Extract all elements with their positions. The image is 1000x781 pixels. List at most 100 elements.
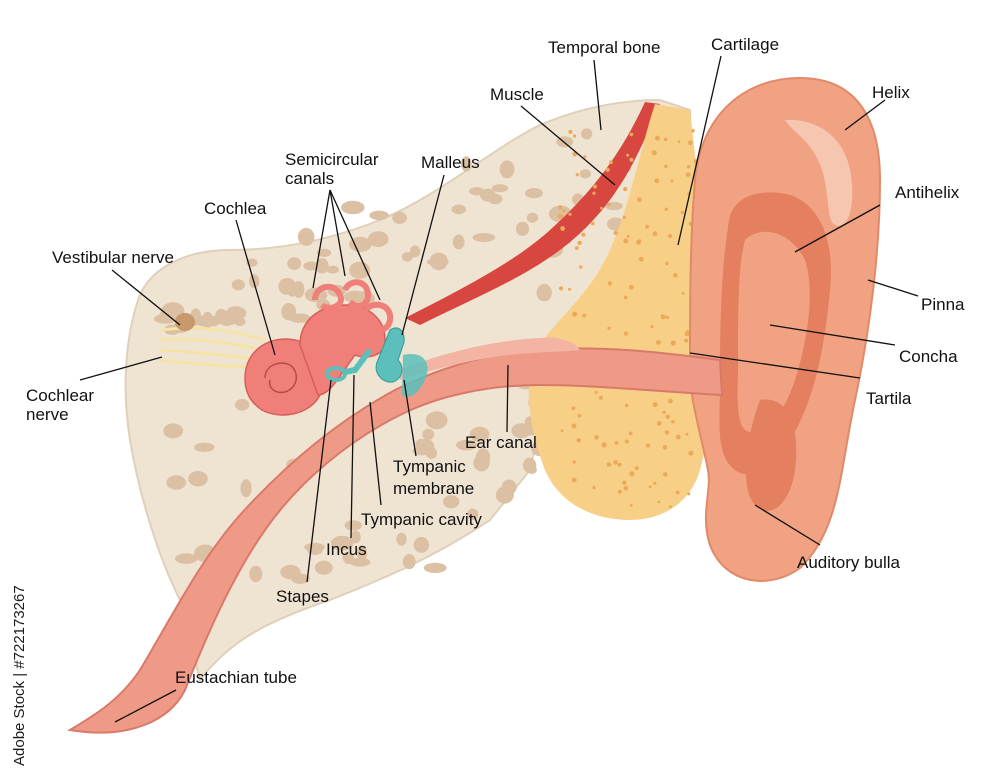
bone-pore bbox=[349, 557, 371, 567]
label-temporal-bone: Temporal bone bbox=[548, 38, 660, 57]
cartilage-dot bbox=[568, 129, 573, 134]
cartilage-dot bbox=[629, 471, 635, 477]
ear-canal-and-tube bbox=[67, 337, 724, 734]
bone-pore bbox=[429, 252, 448, 271]
cartilage-dot bbox=[656, 340, 661, 345]
cartilage-dot bbox=[600, 206, 603, 210]
cartilage-dot bbox=[684, 331, 690, 337]
cartilage-dot bbox=[598, 395, 603, 400]
cartilage-dot bbox=[634, 466, 639, 471]
bone-pore bbox=[341, 200, 365, 215]
cartilage-dot bbox=[574, 246, 579, 250]
cartilage-dot bbox=[652, 231, 658, 237]
bone-pore bbox=[342, 551, 354, 564]
cartilage-dot bbox=[662, 410, 666, 414]
bone-pore bbox=[188, 471, 208, 487]
cartilage-dot bbox=[605, 167, 610, 172]
bone-pore bbox=[349, 236, 372, 252]
cartilage-dot bbox=[579, 265, 583, 269]
cartilage-dot bbox=[660, 314, 666, 320]
bone-pore bbox=[194, 442, 215, 452]
bone-pore bbox=[303, 261, 319, 271]
cartilage-dot bbox=[558, 213, 563, 219]
cartilage-dot bbox=[653, 481, 657, 485]
bone-pore bbox=[515, 221, 530, 236]
bone-pore bbox=[234, 399, 250, 411]
cartilage-dot bbox=[638, 256, 644, 262]
bone-pore bbox=[218, 310, 239, 326]
watermark-text: Adobe Stock | #722173267 bbox=[11, 585, 28, 766]
cartilage-dot bbox=[677, 140, 681, 144]
label-tympanic-membrane-1: Tympanic bbox=[393, 457, 466, 476]
cartilage-dot bbox=[668, 505, 672, 509]
cartilage-dot bbox=[577, 240, 582, 246]
cartilage-dot bbox=[645, 224, 649, 229]
bone-pore bbox=[425, 411, 448, 430]
cartilage-dot bbox=[558, 205, 563, 210]
label-vestibular-nerve: Vestibular nerve bbox=[52, 248, 174, 267]
bone-pore bbox=[467, 508, 479, 521]
bone-pore bbox=[330, 535, 354, 551]
cartilage-dot bbox=[582, 313, 586, 318]
cartilage-dot bbox=[663, 472, 668, 477]
bone-pore bbox=[304, 542, 325, 552]
cartilage-dot bbox=[687, 492, 691, 496]
bone-pore bbox=[231, 279, 245, 291]
cartilage-dot bbox=[670, 340, 676, 346]
cartilage-dot bbox=[593, 184, 597, 189]
cartilage-dot bbox=[622, 480, 627, 485]
bone-pore bbox=[487, 193, 503, 205]
cartilage-dot bbox=[614, 441, 619, 445]
label-stapes: Stapes bbox=[276, 587, 329, 606]
cartilage-dot bbox=[662, 445, 668, 450]
cartilage-dot bbox=[575, 173, 579, 177]
bone-pore bbox=[469, 426, 490, 442]
cartilage-dot bbox=[688, 450, 694, 456]
cartilage-dot bbox=[623, 295, 628, 300]
label-cochlea: Cochlea bbox=[204, 199, 267, 218]
stock-watermark: Adobe Stock | #722173267 bbox=[11, 585, 28, 766]
label-antihelix: Antihelix bbox=[895, 183, 960, 202]
cartilage-dot bbox=[663, 137, 668, 142]
label-tartila: Tartila bbox=[866, 389, 912, 408]
label-muscle: Muscle bbox=[490, 85, 544, 104]
ossicles bbox=[325, 327, 428, 397]
cartilage-dot bbox=[624, 403, 629, 408]
cartilage-dot bbox=[562, 209, 566, 213]
cartilage-dot bbox=[680, 210, 685, 214]
bone-pore bbox=[443, 495, 460, 509]
cartilage-dot bbox=[629, 284, 634, 290]
bone-pore bbox=[456, 439, 477, 451]
cartilage-dot bbox=[568, 212, 572, 216]
label-helix: Helix bbox=[872, 83, 910, 102]
cartilage-dot bbox=[623, 187, 628, 192]
cartilage-dot bbox=[648, 485, 652, 489]
cartilage-dot bbox=[560, 429, 564, 433]
cartilage-dot bbox=[560, 226, 565, 231]
cartilage-dot bbox=[675, 434, 681, 440]
cartilage-dot bbox=[651, 150, 657, 156]
cartilage-dot bbox=[664, 164, 668, 169]
cartilage-dot bbox=[577, 413, 582, 418]
bone-pore bbox=[278, 277, 296, 295]
cartilage-dot bbox=[665, 315, 670, 320]
cartilage-dot bbox=[691, 128, 695, 133]
cartilage-dot bbox=[628, 431, 633, 436]
bone-pore bbox=[581, 128, 593, 140]
cartilage-dot bbox=[675, 490, 680, 495]
bone-pore bbox=[326, 265, 339, 274]
bone-pore bbox=[234, 317, 246, 327]
cartilage-dot bbox=[576, 438, 581, 443]
bone-pore bbox=[356, 545, 368, 561]
cartilage-dot bbox=[685, 172, 691, 177]
cartilage-dot bbox=[623, 238, 629, 244]
bone-pore bbox=[292, 281, 305, 298]
cartilage-dot bbox=[629, 504, 633, 507]
cartilage-dot bbox=[571, 477, 577, 483]
bone-pore bbox=[175, 553, 198, 564]
cartilage-dot bbox=[583, 155, 587, 159]
cartilage-dot bbox=[655, 135, 660, 141]
bone-pore bbox=[460, 156, 472, 172]
bone-pore bbox=[240, 479, 252, 498]
cartilage-dot bbox=[559, 286, 564, 291]
